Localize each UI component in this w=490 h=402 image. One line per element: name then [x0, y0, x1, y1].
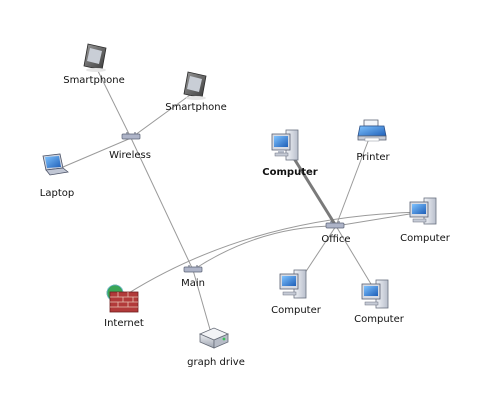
node-wireless[interactable]: Wireless: [109, 132, 151, 161]
node-label: Main: [181, 278, 205, 289]
drive-icon: [198, 327, 230, 349]
node-graph-drive[interactable]: graph drive: [187, 327, 245, 368]
computer-icon: [271, 129, 299, 161]
link-smartphone1-wireless: [95, 66, 132, 139]
node-office[interactable]: Office: [321, 221, 351, 245]
node-label: Computer: [354, 314, 405, 325]
node-computer-bottom-right[interactable]: Computer: [354, 279, 405, 325]
smartphone-icon: [83, 43, 107, 72]
computer-icon: [361, 279, 389, 309]
printer-icon: [357, 119, 387, 142]
node-main[interactable]: Main: [181, 265, 205, 289]
node-printer[interactable]: Printer: [356, 119, 391, 163]
node-smartphone-1[interactable]: Smartphone: [63, 43, 125, 86]
node-laptop[interactable]: Laptop: [40, 153, 74, 199]
node-internet[interactable]: Internet: [104, 284, 144, 329]
link-main-office: [192, 225, 337, 271]
laptop-icon: [42, 153, 69, 176]
link-office-printer: [335, 135, 371, 227]
link-internet-office: [123, 211, 423, 297]
node-label: Printer: [356, 152, 390, 163]
link-office-computer-selected: [288, 151, 338, 227]
computer-icon: [409, 197, 437, 225]
link-office-computer-bottom-right: [335, 225, 378, 295]
link-office-computer-right: [335, 211, 423, 227]
hub-icon: [183, 265, 203, 273]
link-main-graphdrive: [192, 269, 214, 341]
link-laptop-wireless: [55, 137, 132, 171]
node-label: Internet: [104, 318, 144, 329]
node-computer-selected[interactable]: Computer: [262, 129, 318, 178]
node-label: Computer: [271, 305, 322, 316]
firewall-globe-icon: [106, 284, 139, 313]
node-label: Computer: [262, 167, 317, 178]
node-label: Office: [321, 234, 350, 245]
node-label: Wireless: [109, 150, 151, 161]
link-smartphone2-wireless: [130, 94, 191, 139]
node-computer-bottom-left[interactable]: Computer: [271, 269, 322, 316]
computer-icon: [279, 269, 307, 299]
hub-icon: [121, 132, 141, 140]
node-label: Computer: [400, 233, 451, 244]
node-smartphone-2[interactable]: Smartphone: [165, 71, 227, 113]
node-computer-right[interactable]: Computer: [400, 197, 451, 244]
links: [55, 66, 423, 341]
node-label: graph drive: [187, 357, 245, 368]
node-label: Smartphone: [165, 102, 227, 113]
node-label: Smartphone: [63, 75, 125, 86]
hub-icon: [325, 221, 345, 229]
link-wireless-main: [130, 137, 194, 271]
smartphone-icon: [183, 71, 207, 100]
node-label: Laptop: [40, 188, 74, 199]
